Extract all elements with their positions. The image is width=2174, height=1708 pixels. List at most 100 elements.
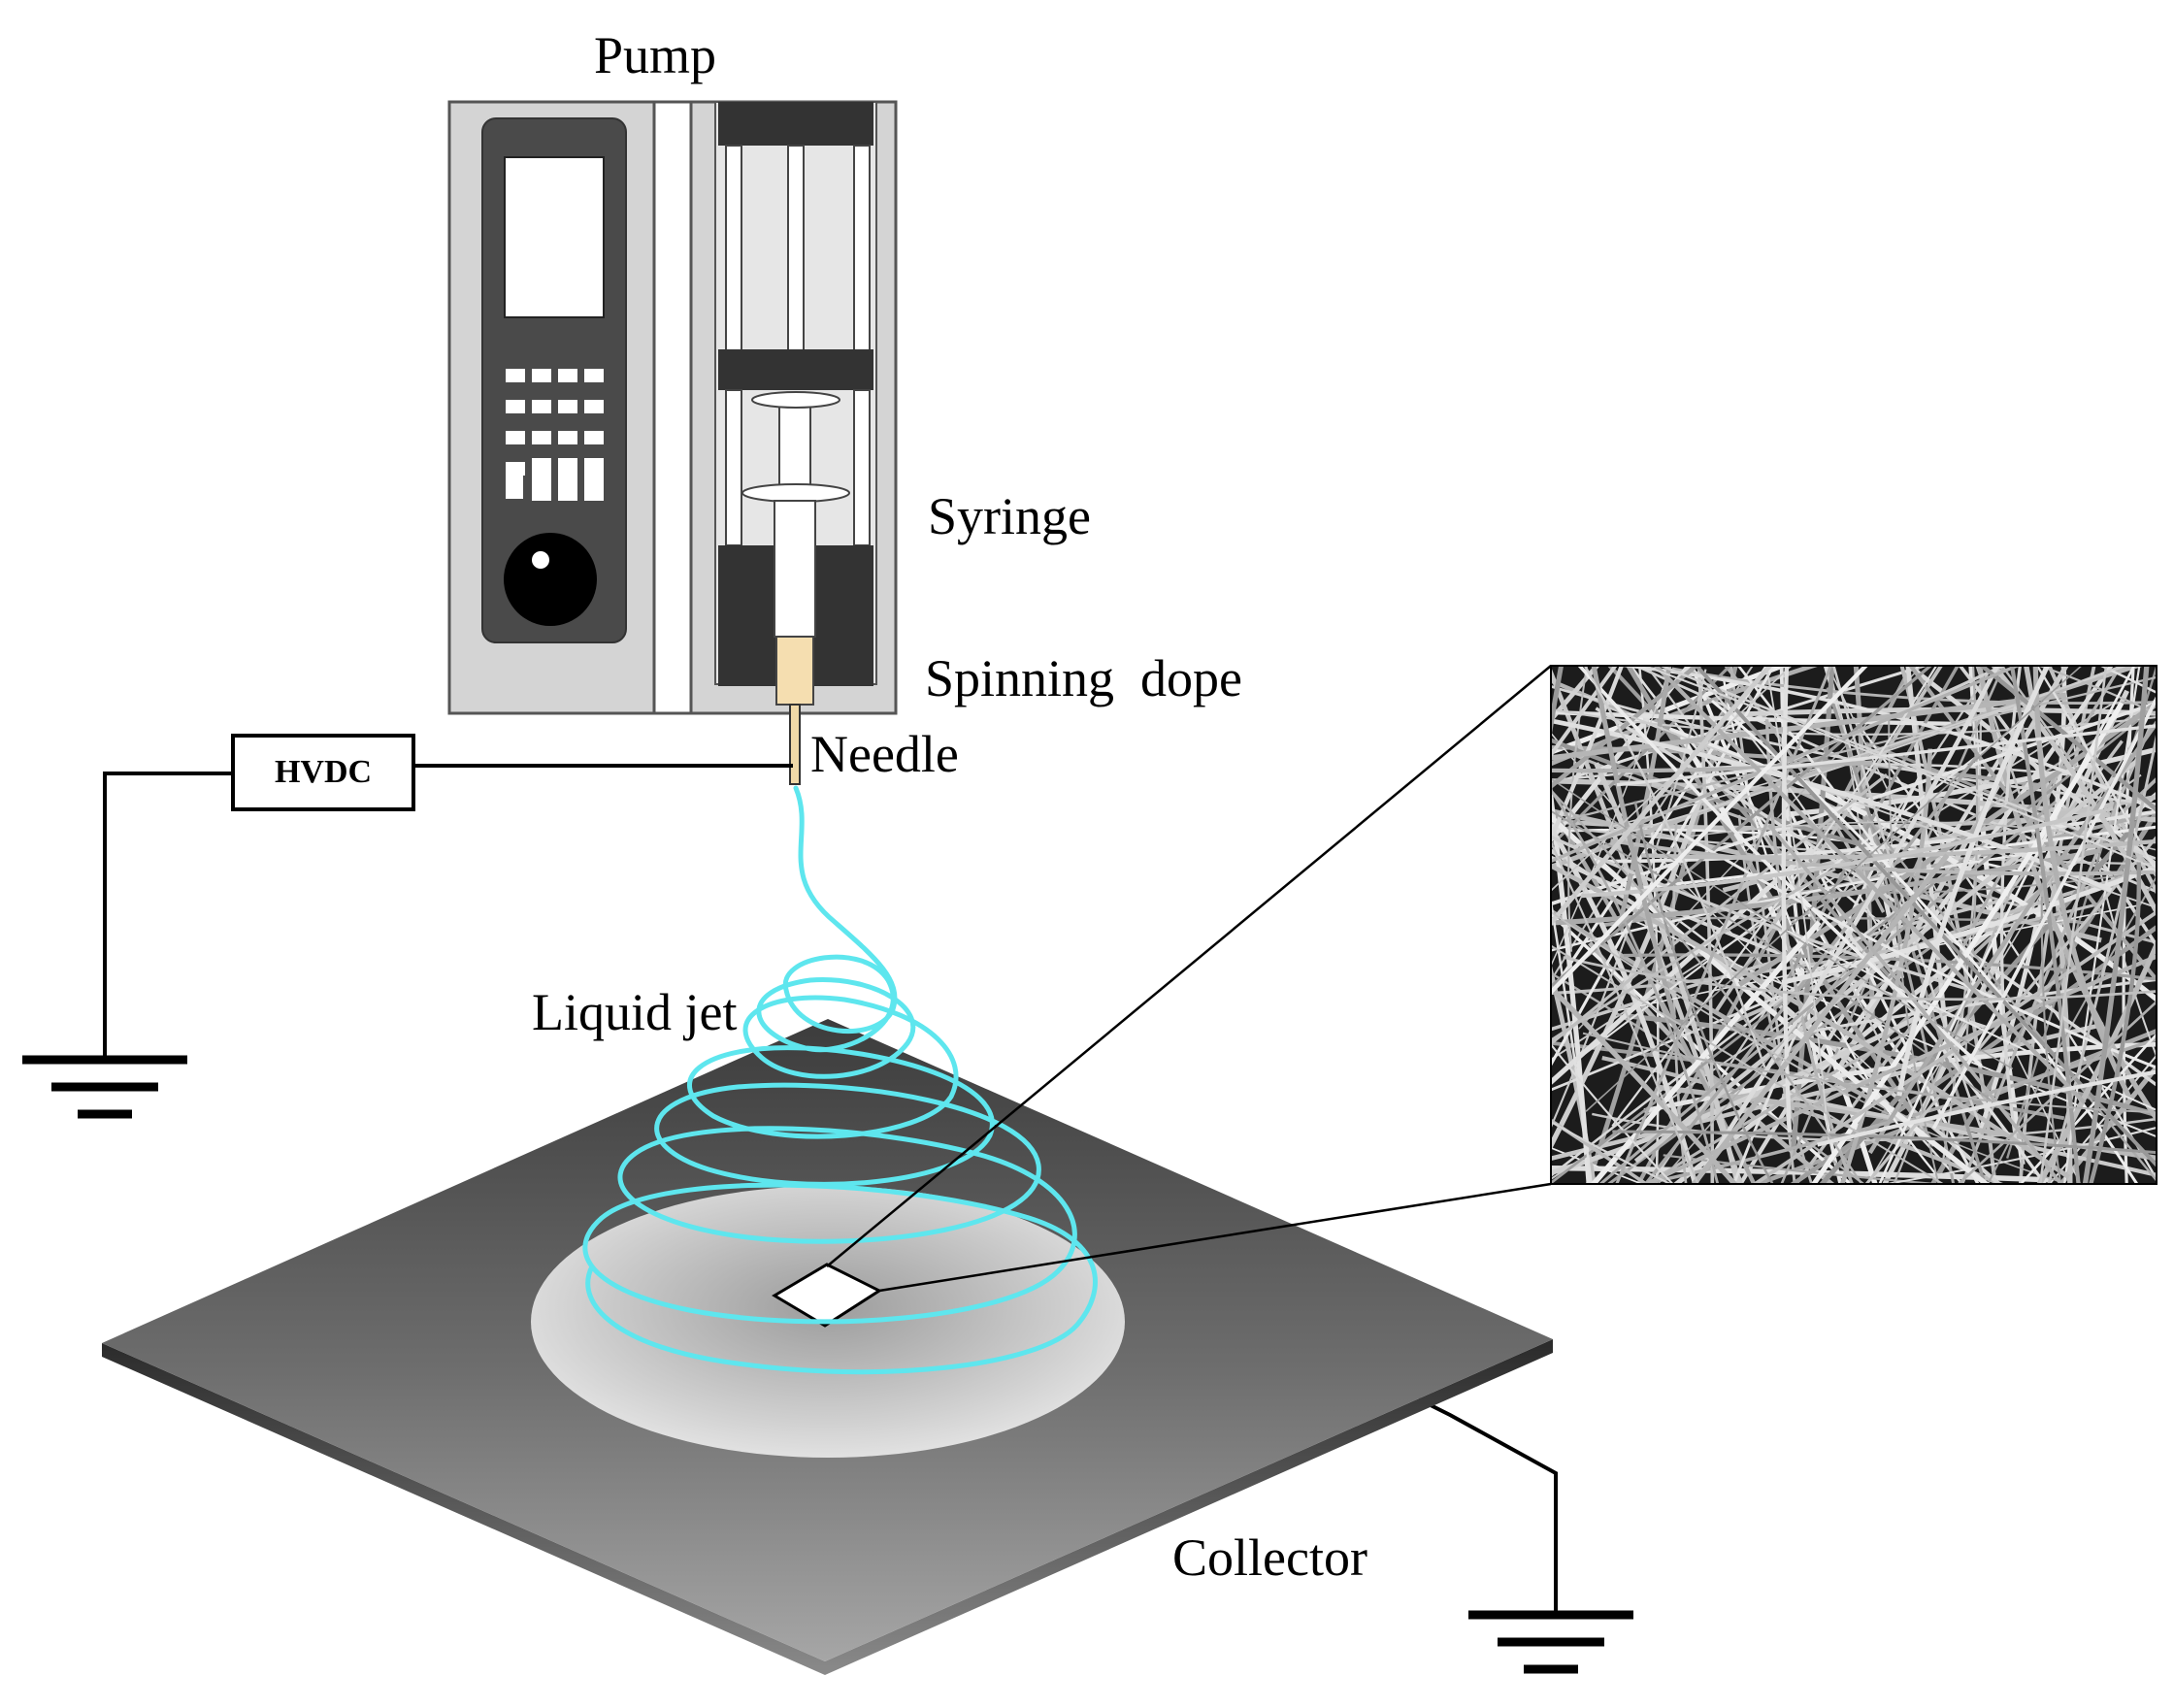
nanofiber bbox=[1999, 666, 2023, 1141]
nanofiber bbox=[1827, 666, 2082, 1184]
nanofiber bbox=[2122, 666, 2135, 1184]
nanofiber bbox=[1817, 1069, 2157, 1147]
keypad-button bbox=[584, 400, 604, 413]
nanofiber bbox=[1551, 666, 1618, 759]
nanofiber bbox=[1594, 762, 1741, 1184]
nanofiber bbox=[1987, 874, 2157, 1184]
nanofiber bbox=[1880, 1126, 2157, 1184]
keypad-button bbox=[506, 485, 523, 499]
keypad-button bbox=[584, 431, 604, 444]
nanofiber bbox=[1616, 724, 2157, 787]
nanofiber bbox=[1551, 839, 1699, 1184]
nanofiber bbox=[1551, 666, 1700, 790]
nanofiber bbox=[2088, 862, 2142, 1184]
nanofiber bbox=[1551, 944, 1945, 1184]
nanofiber bbox=[1615, 666, 1833, 1184]
keypad-button bbox=[558, 400, 577, 413]
nanofiber bbox=[1551, 744, 2045, 788]
syringe-rail-right-lower bbox=[853, 389, 871, 546]
keypad-button bbox=[506, 400, 525, 413]
nanofiber bbox=[1763, 977, 2157, 1042]
nanofiber bbox=[1671, 820, 1688, 1184]
nanofiber bbox=[1551, 773, 1888, 1046]
nanofiber bbox=[1643, 752, 1981, 1184]
nanofiber bbox=[1567, 666, 1589, 952]
zoom-line-bottom bbox=[878, 1182, 1552, 1293]
nanofiber bbox=[2040, 896, 2062, 1184]
nanofiber bbox=[1641, 666, 2157, 870]
keypad-button bbox=[506, 369, 525, 382]
pump-label: Pump bbox=[594, 26, 717, 84]
nanofiber bbox=[1617, 666, 1672, 928]
nanofiber bbox=[2048, 1054, 2157, 1184]
nanofiber bbox=[2035, 666, 2157, 875]
syringe-holder-top-block bbox=[718, 102, 873, 146]
nanofiber bbox=[1551, 701, 2157, 906]
keypad-button bbox=[584, 369, 604, 382]
nanofiber bbox=[1551, 846, 1815, 1086]
nanofiber bbox=[1963, 666, 1979, 1055]
nanofiber bbox=[1750, 1028, 2157, 1184]
syringe-pusher-block bbox=[718, 349, 873, 390]
collector-label: Collector bbox=[1172, 1528, 1367, 1587]
nanofiber bbox=[1611, 666, 1938, 1128]
spinning-dope-label: Spinning dope bbox=[925, 649, 1243, 707]
pump-display bbox=[504, 156, 605, 318]
nanofiber bbox=[2082, 666, 2150, 1184]
nanofiber bbox=[1551, 894, 1594, 1184]
keypad-button bbox=[532, 431, 551, 444]
nanofiber bbox=[1583, 666, 1766, 1068]
sem-image-border bbox=[1550, 665, 2158, 1185]
needle bbox=[789, 704, 801, 785]
keypad-button bbox=[532, 458, 551, 501]
nanofiber bbox=[2038, 666, 2108, 1184]
keypad-button bbox=[532, 369, 551, 382]
nanofiber bbox=[1551, 666, 1599, 723]
nanofiber bbox=[1551, 738, 1893, 856]
keypad-button bbox=[532, 400, 551, 413]
nanofiber bbox=[1551, 666, 1565, 740]
nanofiber bbox=[1577, 666, 1983, 1068]
nanofiber bbox=[1551, 788, 1863, 1184]
nanofiber bbox=[1551, 666, 2023, 864]
nanofiber bbox=[1551, 666, 1693, 844]
nanofiber bbox=[1551, 704, 2157, 1184]
keypad-button bbox=[584, 458, 604, 501]
nanofiber bbox=[1637, 666, 1660, 1184]
nanofiber bbox=[1551, 666, 1790, 755]
hvdc-power-supply: HVDC bbox=[231, 734, 415, 811]
nanofiber bbox=[1640, 838, 2157, 860]
hvdc-to-ground-wire bbox=[103, 772, 231, 1060]
spinning-dope-fill bbox=[775, 636, 814, 706]
nanofiber bbox=[1551, 718, 2113, 893]
nanofiber bbox=[2000, 666, 2157, 879]
nanofiber bbox=[1623, 953, 2157, 981]
nanofiber bbox=[1853, 666, 1875, 1020]
nanofiber bbox=[1663, 1154, 1948, 1184]
keypad-button bbox=[558, 431, 577, 444]
nanofiber bbox=[1551, 666, 1732, 848]
nanofiber bbox=[2062, 666, 2141, 1184]
nanofiber bbox=[1591, 666, 1677, 1019]
zoom-line-top bbox=[826, 665, 1552, 1267]
pump-keypad bbox=[506, 369, 604, 501]
nanofiber bbox=[1612, 666, 2129, 828]
collector-to-ground-wire bbox=[1418, 1397, 1558, 1613]
pump-knob bbox=[504, 533, 597, 626]
nanofiber bbox=[1551, 971, 1866, 1184]
keypad-button bbox=[506, 431, 525, 444]
nanofiber bbox=[1582, 1032, 2157, 1114]
syringe-label: Syringe bbox=[928, 487, 1091, 545]
nanofiber bbox=[1551, 984, 1738, 1184]
keypad-button bbox=[558, 369, 577, 382]
syringe-plunger-flange bbox=[751, 391, 840, 409]
nanofiber bbox=[1551, 666, 1869, 996]
nanofiber bbox=[1551, 666, 1625, 844]
nanofiber bbox=[1649, 672, 1990, 1184]
nanofiber bbox=[1675, 829, 2157, 1069]
nanofiber bbox=[1551, 835, 2012, 1003]
nanofiber bbox=[1644, 986, 2001, 1184]
nanofiber bbox=[2032, 666, 2132, 1100]
nanofiber bbox=[1746, 908, 2157, 1111]
